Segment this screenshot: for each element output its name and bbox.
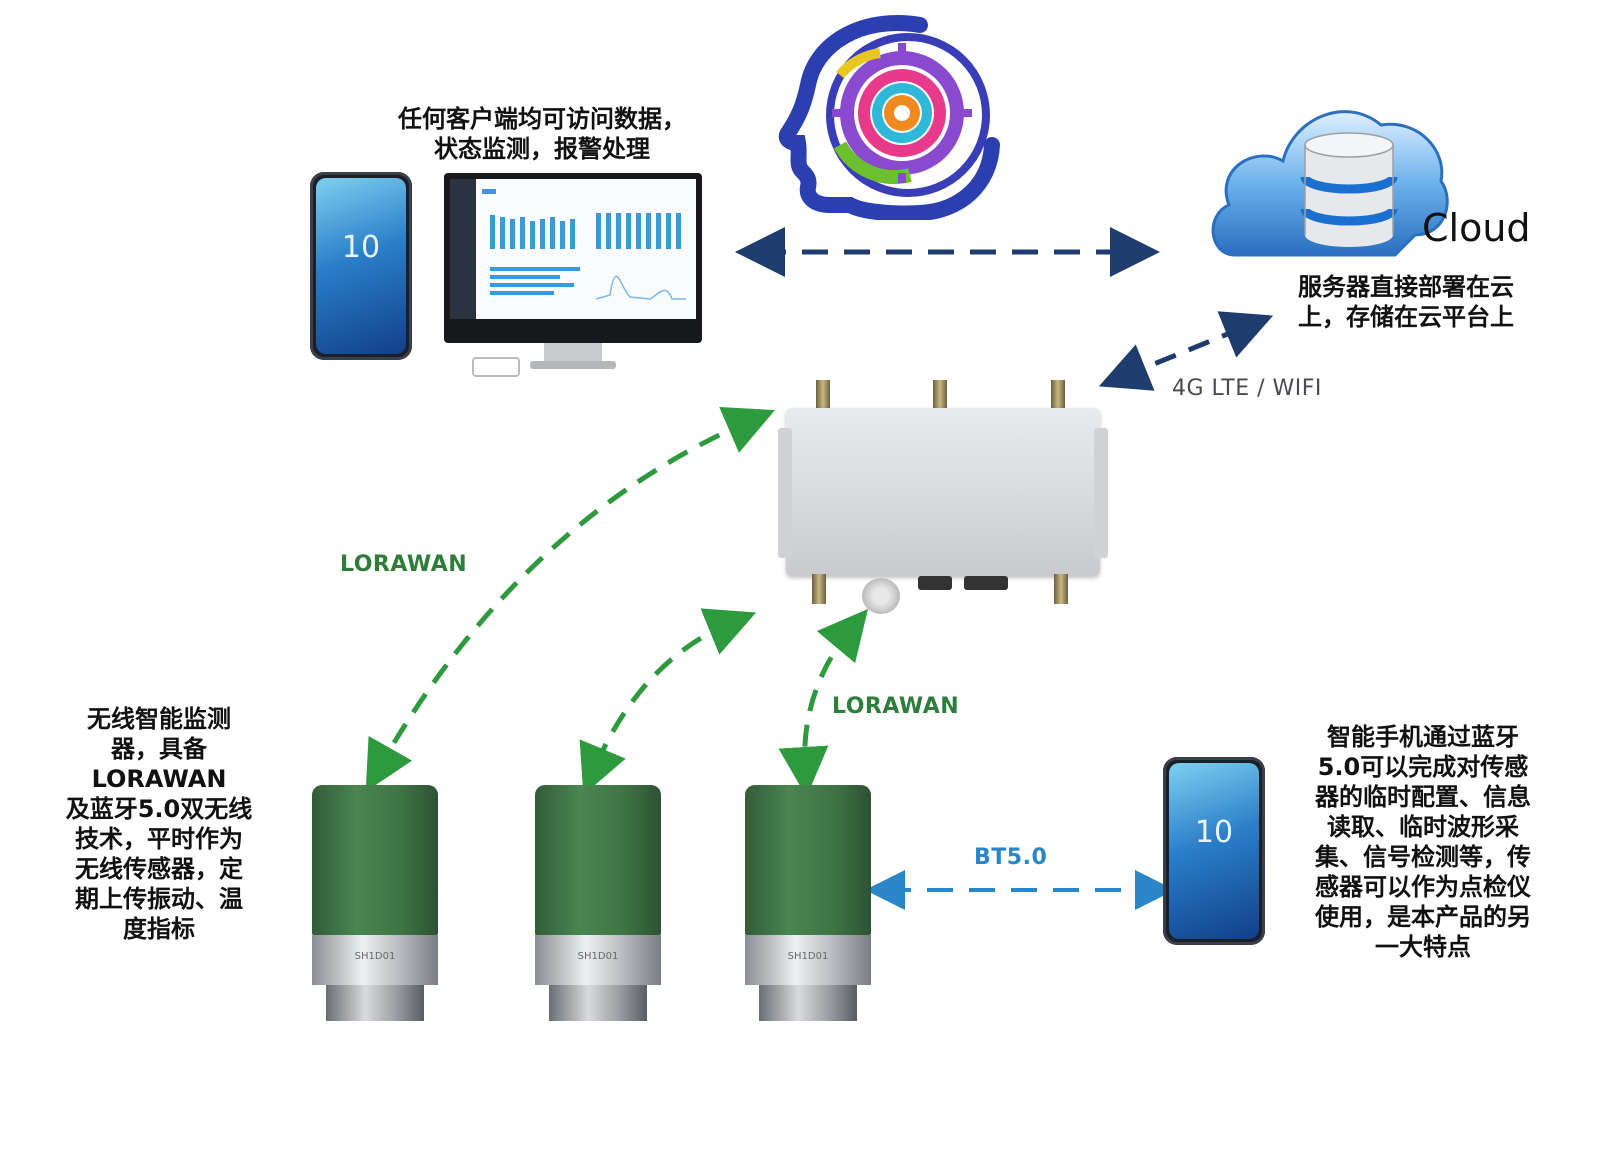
lorawan-arrow-sensor-1 — [365, 406, 775, 792]
lorawan-label-lower: LORAWAN — [832, 694, 960, 719]
phone-screen-text: 10 — [341, 230, 381, 265]
cloud-database-icon — [1211, 110, 1449, 257]
sensor-model-text: SH1D01 — [787, 951, 829, 962]
cloud-word: Cloud — [1422, 206, 1531, 250]
phone-screen-text: 10 — [1194, 815, 1234, 850]
phone-desc-label: 智能手机通过蓝牙 5.0可以完成对传感 器的临时配置、信息 读取、临时波形采 集… — [1315, 723, 1531, 961]
smartphone-icon: 10 — [310, 172, 412, 360]
gateway-cloud-arrow — [1098, 311, 1274, 391]
sensor-model-text: SH1D01 — [577, 951, 619, 962]
sensor-device: SH1D01 — [745, 785, 871, 1023]
lorawan-label-upper: LORAWAN — [340, 552, 468, 577]
dashboard-charts — [482, 189, 686, 300]
monitor-icon — [444, 173, 702, 373]
sensor-device: SH1D01 — [535, 785, 661, 1023]
database-icon — [1300, 132, 1398, 247]
gateway-device — [768, 378, 1118, 622]
bt-label: BT5.0 — [974, 845, 1048, 870]
sensor-model-text: SH1D01 — [354, 951, 396, 962]
smartphone-icon: 10 — [1163, 757, 1265, 945]
keyboard-icon — [472, 357, 520, 377]
sensor-device: SH1D01 — [312, 785, 438, 1023]
lorawan-arrow-sensor-2 — [579, 608, 757, 796]
lorawan-arrow-sensor-3 — [778, 608, 869, 797]
brain-gear-logo — [778, 15, 1000, 220]
sensor-desc-label: 无线智能监测 器，具备LORAWAN 及蓝牙5.0双无线 技术，平时作为 无线传… — [65, 705, 253, 943]
client-access-label: 任何客户端均可访问数据， 状态监测，报警处理 — [398, 105, 686, 163]
cloud-desc-label: 服务器直接部署在云 上，存储在云平台上 — [1298, 273, 1514, 331]
gateway-link-label: 4G LTE / WIFI — [1172, 376, 1322, 401]
